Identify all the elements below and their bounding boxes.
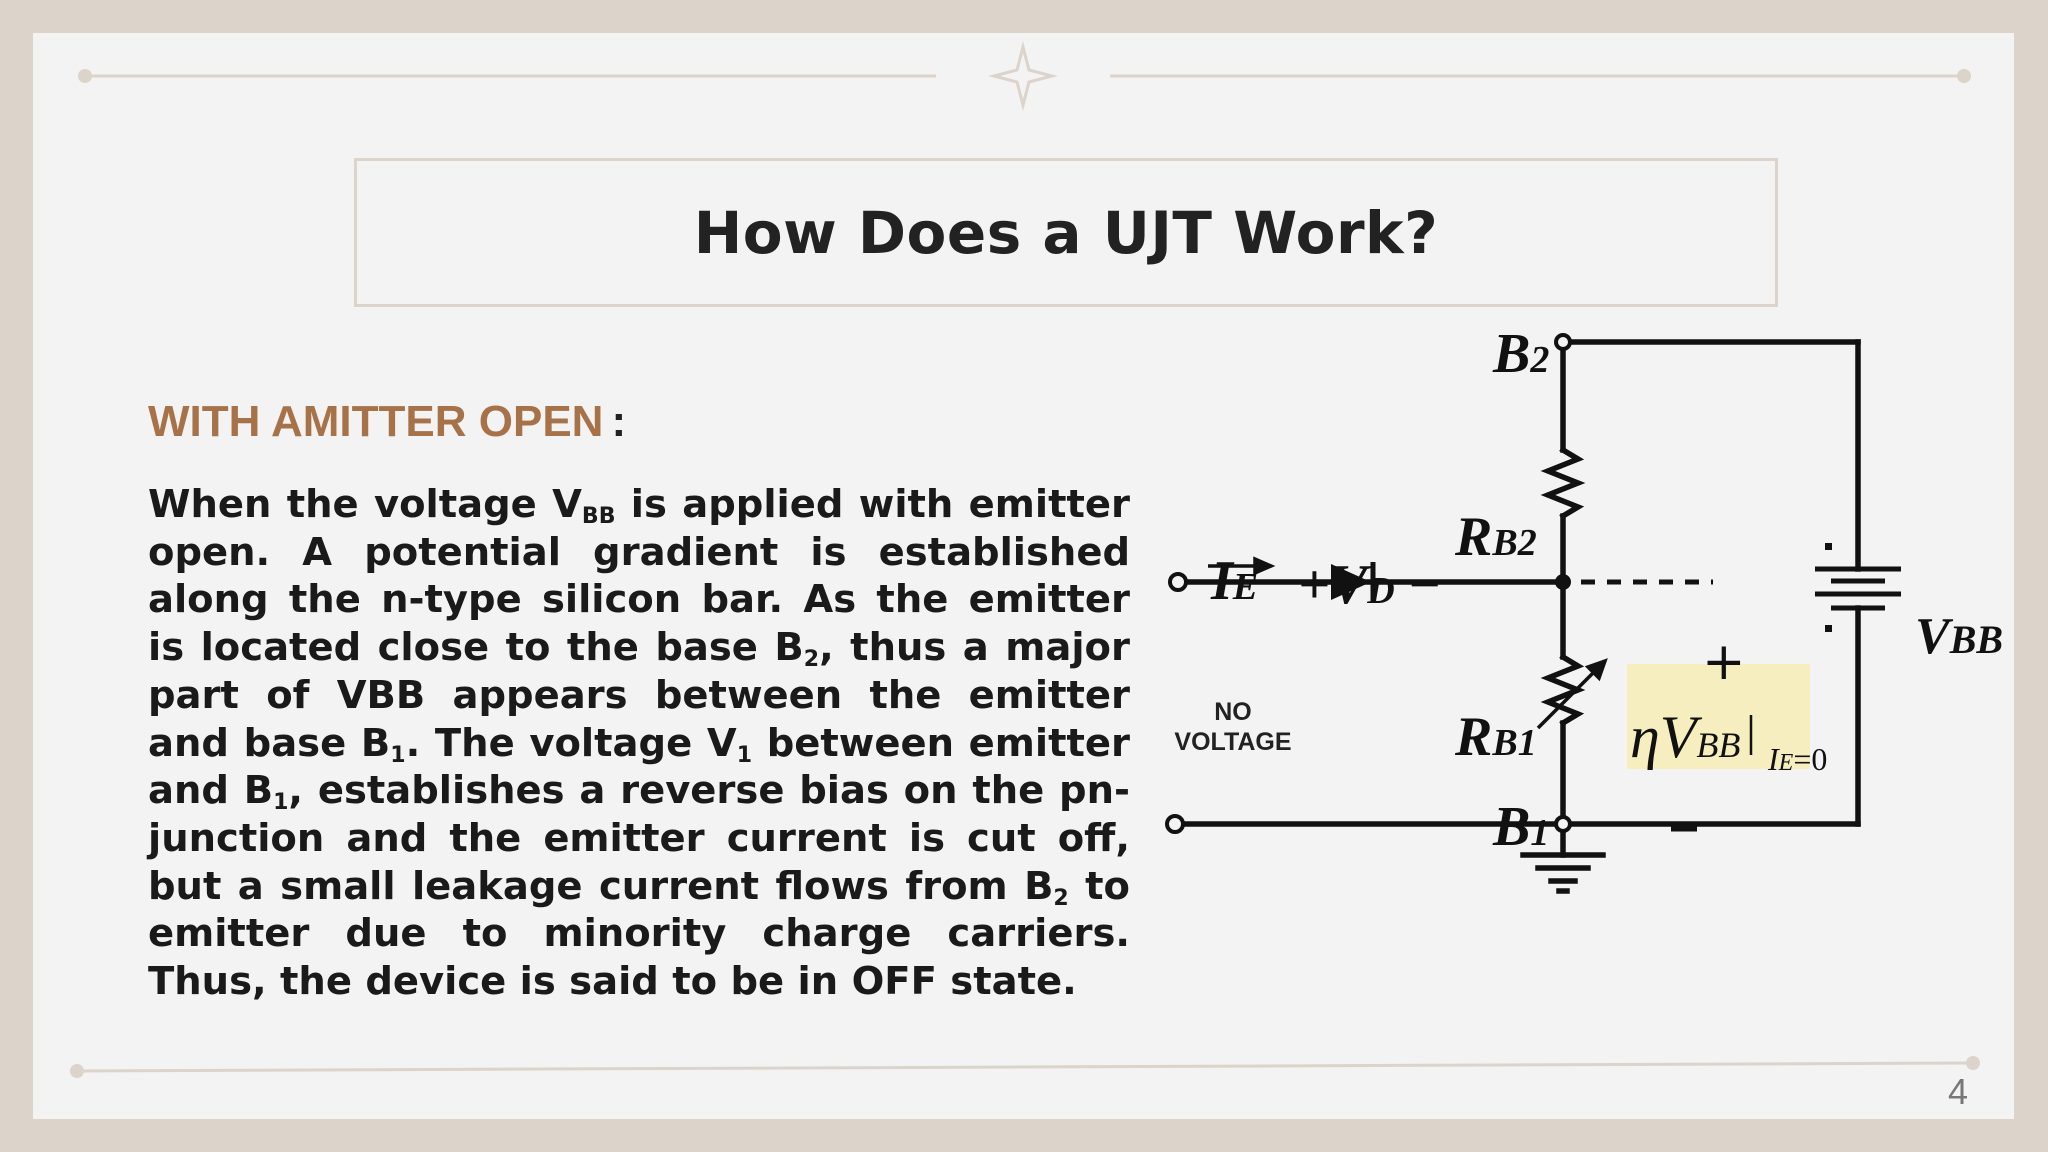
text-run: , thus a major part of VBB appears betwe…: [148, 625, 1130, 766]
page-number: 4: [1947, 1071, 1968, 1112]
terminal-b1: [1554, 815, 1572, 833]
subscript: BB: [581, 504, 616, 529]
text-run: between emitter and B: [148, 720, 1131, 814]
text-run: to emitter due to minority charge carrie…: [148, 863, 1130, 1005]
top-ornament: [78, 41, 1971, 111]
no-voltage-line-2: VOLTAGE: [1174, 728, 1292, 756]
diode-icon: [1331, 564, 1371, 600]
bottom-ornament: [70, 1056, 1980, 1078]
eta-highlight: [1627, 664, 1810, 769]
no-voltage-label: NO VOLTAGE: [1152, 697, 1314, 757]
ujt-circuit-diagram: B2 B1 RB2 RB1 IE +VD− VBB + ηVBB IE=0: [1165, 323, 2003, 894]
subscript: 1: [736, 742, 752, 768]
star-icon: [988, 41, 1058, 111]
section-heading-text: WITH AMITTER OPEN: [148, 397, 604, 446]
slide-title: How Does a UJT Work?: [693, 198, 1439, 267]
label-b1: B1: [1492, 796, 1549, 858]
terminal-b2: [1554, 333, 1572, 351]
text-run: . The voltage V: [405, 720, 737, 766]
body-paragraph: When the voltage VBB is applied with emi…: [148, 481, 1130, 1006]
slide: How Does a UJT Work? WITH AMITTER OPEN: …: [33, 33, 2014, 1119]
subscript: 2: [1053, 885, 1069, 911]
label-eta-condition: IE=0: [1767, 741, 1827, 777]
label-rb2: RB2: [1454, 506, 1537, 568]
terminal-emitter: [1168, 572, 1188, 592]
text-run: When the voltage V: [148, 482, 582, 527]
terminal-bottom-left: [1165, 814, 1185, 834]
label-eta-vbb: ηVBB: [1630, 704, 1740, 770]
title-frame: How Does a UJT Work?: [354, 158, 1778, 307]
label-vbb: VBB: [1915, 608, 2003, 665]
node-junction: [1555, 574, 1571, 590]
no-voltage-line-1: NO: [1214, 698, 1252, 726]
label-plus: +: [1702, 632, 1746, 692]
label-vd: +VD−: [1298, 554, 1441, 616]
text-run: , establishes a reverse bias on the pn-j…: [148, 768, 1130, 909]
section-heading-colon: :: [611, 397, 627, 446]
subscript: 1: [390, 742, 406, 768]
resistor-rb2: [1540, 446, 1586, 520]
subscript: 2: [803, 647, 820, 673]
label-rb1: RB1: [1454, 706, 1537, 768]
label-b2: B2: [1492, 323, 1549, 385]
text-run: is applied with emitter open. A potentia…: [148, 482, 1130, 671]
section-heading: WITH AMITTER OPEN:: [148, 397, 626, 447]
label-ie: IE: [1210, 550, 1258, 612]
subscript: 1: [273, 790, 289, 816]
